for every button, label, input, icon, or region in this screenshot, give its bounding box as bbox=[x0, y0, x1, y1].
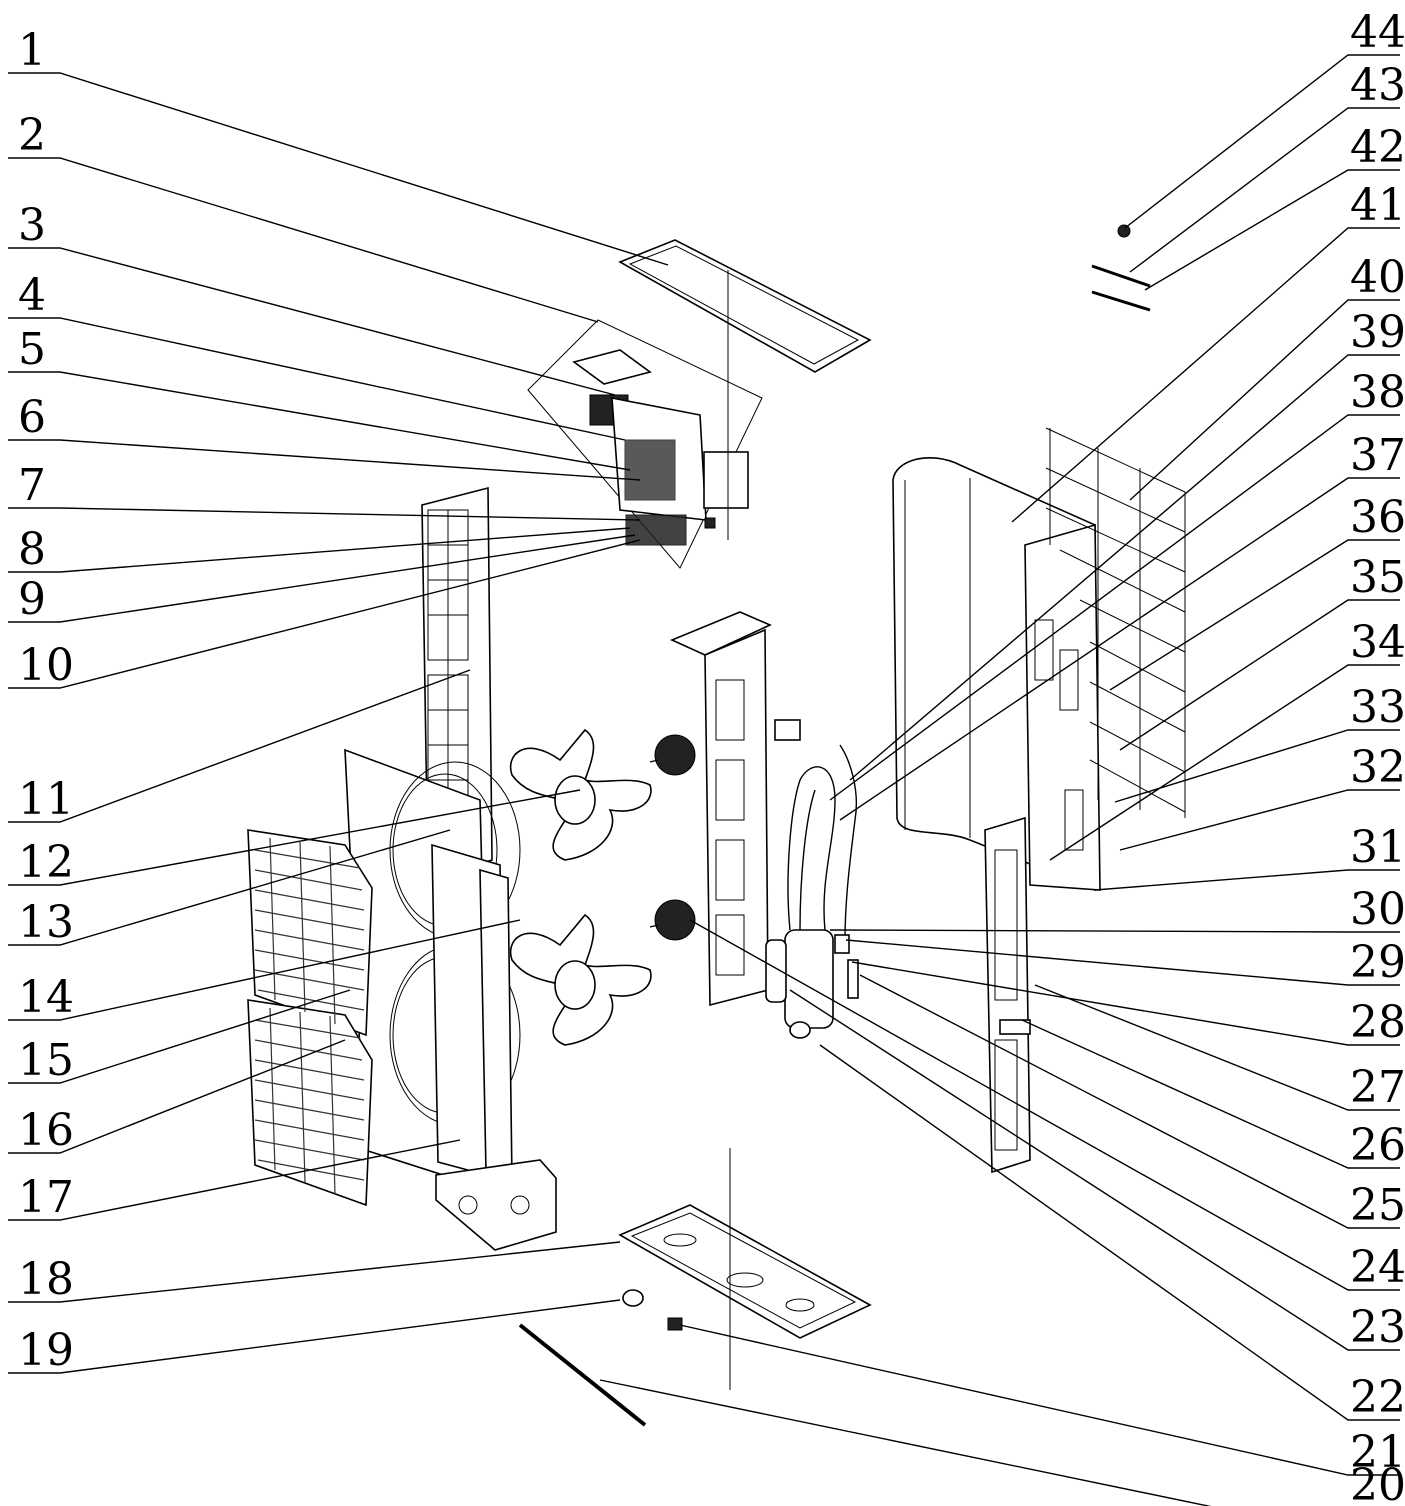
callout-36: 36 bbox=[1350, 492, 1405, 543]
callout-24: 24 bbox=[1350, 1242, 1405, 1293]
condenser-coil bbox=[892, 457, 1101, 892]
callout-21: 21 bbox=[1350, 1427, 1405, 1478]
right-callouts: 44 43 42 41 40 39 38 37 36 35 34 33 32 3… bbox=[1350, 7, 1405, 1506]
callout-3: 3 bbox=[18, 200, 46, 251]
callout-26: 26 bbox=[1350, 1120, 1405, 1171]
callout-7: 7 bbox=[18, 460, 46, 511]
callout-20: 20 bbox=[1350, 1460, 1405, 1506]
callout-11: 11 bbox=[18, 774, 74, 825]
callout-14: 14 bbox=[18, 972, 74, 1023]
callout-29: 29 bbox=[1350, 937, 1405, 988]
callout-41: 41 bbox=[1350, 180, 1405, 231]
callout-27: 27 bbox=[1350, 1062, 1405, 1113]
callout-22: 22 bbox=[1350, 1372, 1405, 1423]
callout-9: 9 bbox=[18, 574, 46, 625]
callout-39: 39 bbox=[1350, 307, 1405, 358]
callout-16: 16 bbox=[18, 1105, 74, 1156]
parts-artwork bbox=[247, 224, 1186, 1427]
side-grille-panel bbox=[421, 486, 493, 882]
callout-1: 1 bbox=[18, 25, 46, 76]
callout-13: 13 bbox=[18, 897, 74, 948]
front-pillar bbox=[431, 843, 557, 1251]
callout-5: 5 bbox=[18, 324, 46, 375]
leader-lines bbox=[8, 54, 1400, 1506]
callout-23: 23 bbox=[1350, 1302, 1405, 1353]
right-side-panel bbox=[984, 816, 1031, 1174]
electric-control-box bbox=[527, 319, 763, 569]
callout-35: 35 bbox=[1350, 552, 1405, 603]
callout-30: 30 bbox=[1350, 884, 1405, 935]
callout-4: 4 bbox=[18, 270, 46, 321]
callout-12: 12 bbox=[18, 837, 74, 888]
fan-motors bbox=[649, 734, 696, 941]
callout-28: 28 bbox=[1350, 997, 1405, 1048]
small-parts bbox=[518, 224, 1151, 1427]
callout-44: 44 bbox=[1350, 7, 1405, 58]
callout-43: 43 bbox=[1350, 60, 1405, 111]
left-callouts: 1 2 3 4 5 6 7 8 9 10 11 12 13 14 15 16 1… bbox=[18, 25, 74, 1376]
callout-8: 8 bbox=[18, 524, 46, 575]
callout-25: 25 bbox=[1350, 1180, 1405, 1231]
callout-17: 17 bbox=[18, 1172, 74, 1223]
callout-38: 38 bbox=[1350, 367, 1405, 418]
fan-blades bbox=[509, 728, 652, 1046]
callout-42: 42 bbox=[1350, 122, 1405, 173]
callout-32: 32 bbox=[1350, 742, 1405, 793]
callout-18: 18 bbox=[18, 1254, 74, 1305]
fan-guards bbox=[247, 829, 373, 1207]
callout-31: 31 bbox=[1350, 822, 1405, 873]
callout-2: 2 bbox=[18, 110, 46, 161]
top-cover bbox=[618, 239, 872, 373]
callout-10: 10 bbox=[18, 640, 74, 691]
callout-34: 34 bbox=[1350, 617, 1405, 668]
callout-6: 6 bbox=[18, 392, 46, 443]
callout-19: 19 bbox=[18, 1325, 74, 1376]
callout-40: 40 bbox=[1350, 252, 1405, 303]
callout-15: 15 bbox=[18, 1035, 74, 1086]
callout-37: 37 bbox=[1350, 430, 1405, 481]
compressor-assembly bbox=[765, 719, 859, 1039]
callout-33: 33 bbox=[1350, 682, 1405, 733]
motor-support bbox=[669, 611, 772, 1007]
base-pan bbox=[618, 1204, 872, 1339]
